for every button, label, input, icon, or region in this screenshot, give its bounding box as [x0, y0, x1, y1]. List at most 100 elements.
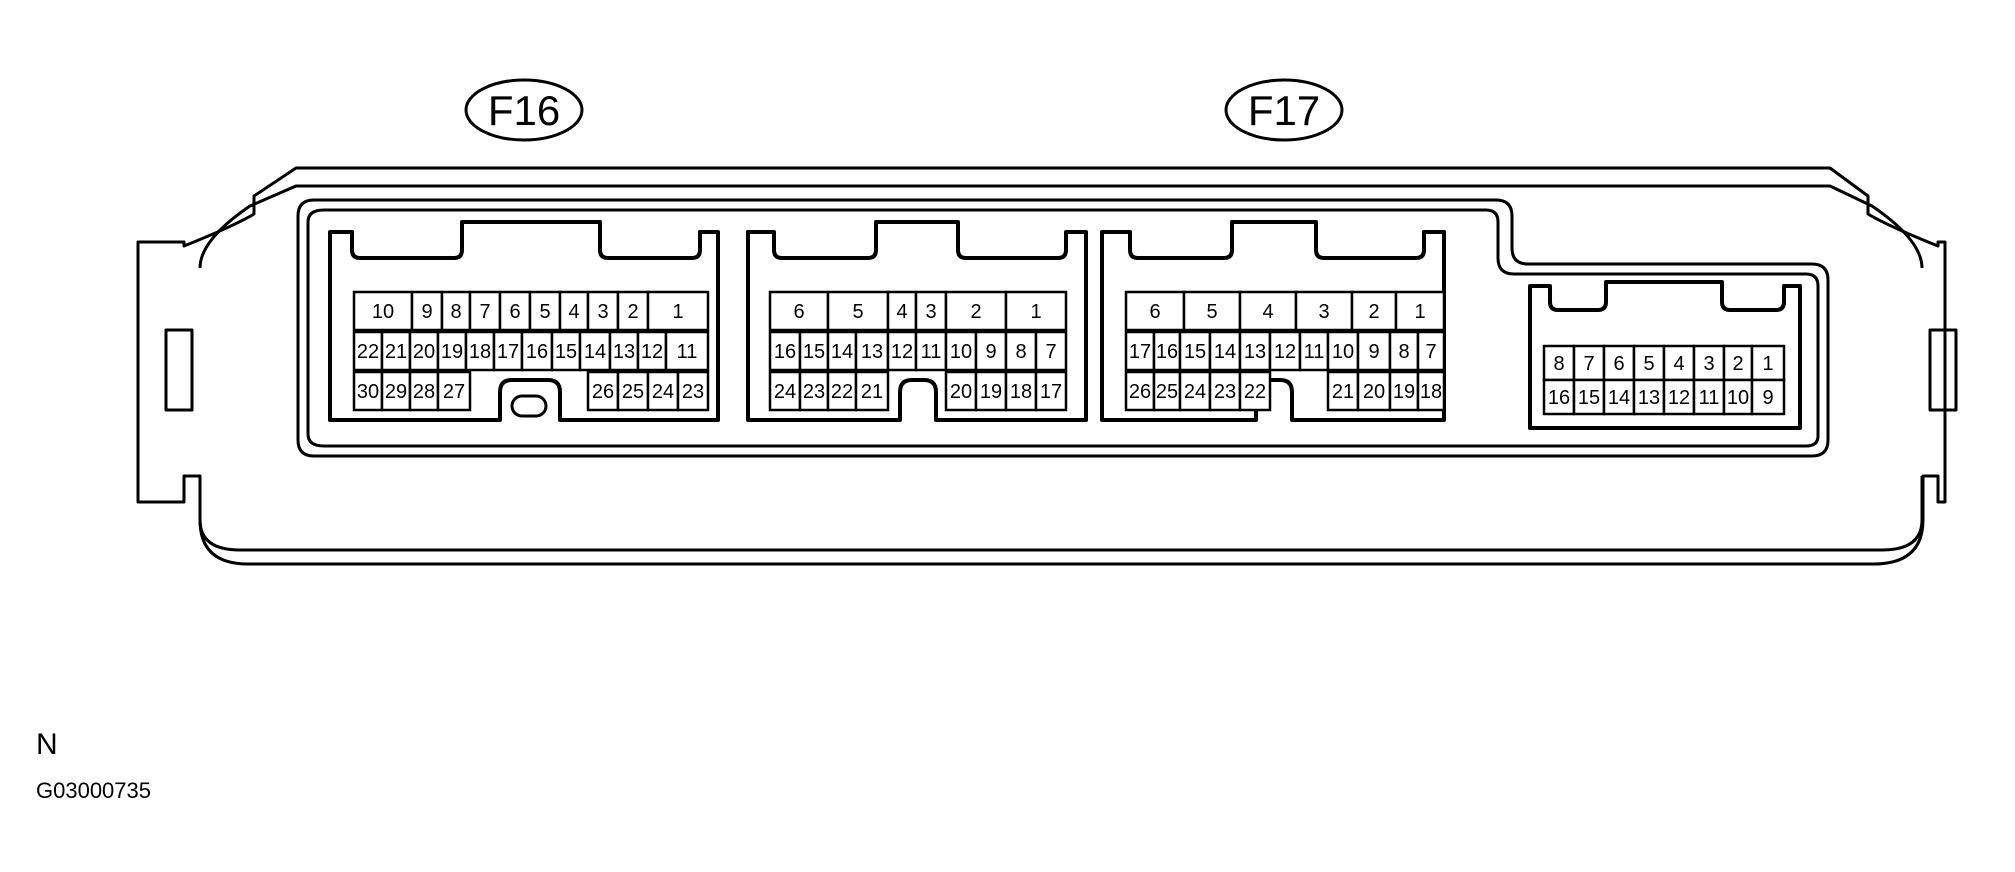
callout-f17: F17	[1224, 78, 1344, 142]
pin-number: 22	[831, 381, 853, 403]
pin-cell: 11	[1692, 378, 1726, 416]
pin-cell: 9	[410, 290, 444, 332]
pin-number: 6	[793, 301, 804, 323]
footer-code: G03000735	[36, 778, 151, 803]
pin-cell: 16	[768, 330, 802, 372]
pin-number: 17	[497, 341, 519, 363]
pin-box	[352, 290, 414, 332]
pin-number: 11	[921, 341, 942, 363]
pin-box	[886, 290, 918, 332]
pin-number: 8	[1015, 341, 1026, 363]
pin-box	[676, 370, 710, 412]
pin-box	[586, 290, 620, 332]
pin-cell: 3	[586, 290, 620, 332]
callout-f16: F16	[464, 78, 584, 142]
pin-box	[550, 330, 582, 372]
right-clip	[1928, 328, 1958, 412]
pin-number: 25	[1156, 381, 1178, 403]
housing-inner-line	[198, 184, 1924, 269]
pin-number: 10	[372, 301, 394, 323]
pin-box	[1238, 370, 1272, 412]
pin-box	[1542, 344, 1576, 382]
pin-cell: 2	[1350, 290, 1398, 332]
pin-cell: 16	[1152, 330, 1182, 372]
pin-number: 12	[641, 341, 663, 363]
pin-cell: 6	[1602, 344, 1636, 382]
pin-cell: 3	[1692, 344, 1726, 382]
callout-f17-label: F17	[1248, 87, 1320, 134]
pin-number: 1	[1762, 353, 1773, 375]
pin-number: 14	[1608, 387, 1630, 409]
pin-number: 12	[1274, 341, 1296, 363]
pin-cell: 7	[1416, 330, 1446, 372]
pin-number: 12	[1668, 387, 1690, 409]
pin-cell: 12	[1268, 330, 1302, 372]
pin-cell: 22	[352, 330, 384, 372]
pin-number: 14	[1214, 341, 1236, 363]
pin-cell: 16	[520, 330, 554, 372]
pin-number: 14	[584, 341, 606, 363]
pin-cell: 19	[436, 330, 468, 372]
pin-cell: 8	[1542, 344, 1576, 382]
pin-box	[1208, 330, 1242, 372]
pin-box	[1632, 378, 1666, 416]
pin-number: 3	[925, 301, 936, 323]
pin-cell: 4	[1238, 290, 1298, 332]
pin-cell: 20	[944, 370, 978, 412]
pin-cell: 1	[1750, 344, 1786, 382]
pin-number: 4	[896, 301, 907, 323]
pin-number: 20	[950, 381, 972, 403]
connector-shell-block2	[746, 220, 1088, 422]
pin-number: 24	[1184, 381, 1206, 403]
pin-cell: 19	[974, 370, 1008, 412]
main-plug-outline	[296, 198, 1830, 458]
pin-number: 7	[1045, 341, 1056, 363]
pin-cell: 23	[676, 370, 710, 412]
pin-box	[1178, 370, 1212, 412]
pin-cell: 23	[1208, 370, 1242, 412]
footer-letter: N	[36, 728, 58, 761]
pin-cell: 24	[1178, 370, 1212, 412]
pin-cell: 13	[1632, 378, 1666, 416]
pin-cell: 10	[944, 330, 978, 372]
pin-number: 5	[1643, 353, 1654, 375]
pin-number: 18	[1420, 381, 1442, 403]
pin-cell: 13	[1238, 330, 1272, 372]
pin-cell: 13	[608, 330, 640, 372]
pin-box	[1124, 290, 1186, 332]
callout-f16-ellipse	[464, 78, 584, 142]
pin-box	[1004, 290, 1068, 332]
pin-cell: 25	[616, 370, 650, 412]
pin-box	[1416, 330, 1446, 372]
pin-number: 18	[469, 341, 491, 363]
pin-box	[1238, 290, 1298, 332]
pin-cell: 14	[1208, 330, 1242, 372]
pin-number: 16	[1156, 341, 1178, 363]
pin-number: 10	[1727, 387, 1749, 409]
pin-cell: 5	[826, 290, 890, 332]
pin-cell: 1	[1004, 290, 1068, 332]
pin-number: 22	[357, 341, 379, 363]
connector-key-hole	[510, 394, 548, 418]
pin-box	[408, 330, 440, 372]
pin-cell: 4	[1662, 344, 1696, 382]
pin-number: 17	[1129, 341, 1151, 363]
pin-number: 13	[1244, 341, 1266, 363]
pin-cell: 6	[498, 290, 532, 332]
pin-cell: 21	[854, 370, 890, 412]
pin-box	[1416, 370, 1446, 412]
pin-cell: 11	[914, 330, 948, 372]
pin-box	[1326, 370, 1360, 412]
connector-shell-block4	[1528, 280, 1802, 430]
pin-number: 21	[861, 381, 883, 403]
main-plug-inner-outline	[306, 208, 1820, 448]
pin-cell: 18	[1416, 370, 1446, 412]
pin-cell: 18	[464, 330, 496, 372]
pin-cell: 4	[886, 290, 918, 332]
pin-box	[1034, 330, 1068, 372]
pin-box	[1394, 290, 1446, 332]
pin-number: 28	[413, 381, 435, 403]
pin-number: 1	[672, 301, 683, 323]
pin-cell: 15	[550, 330, 582, 372]
pin-number: 2	[627, 301, 638, 323]
